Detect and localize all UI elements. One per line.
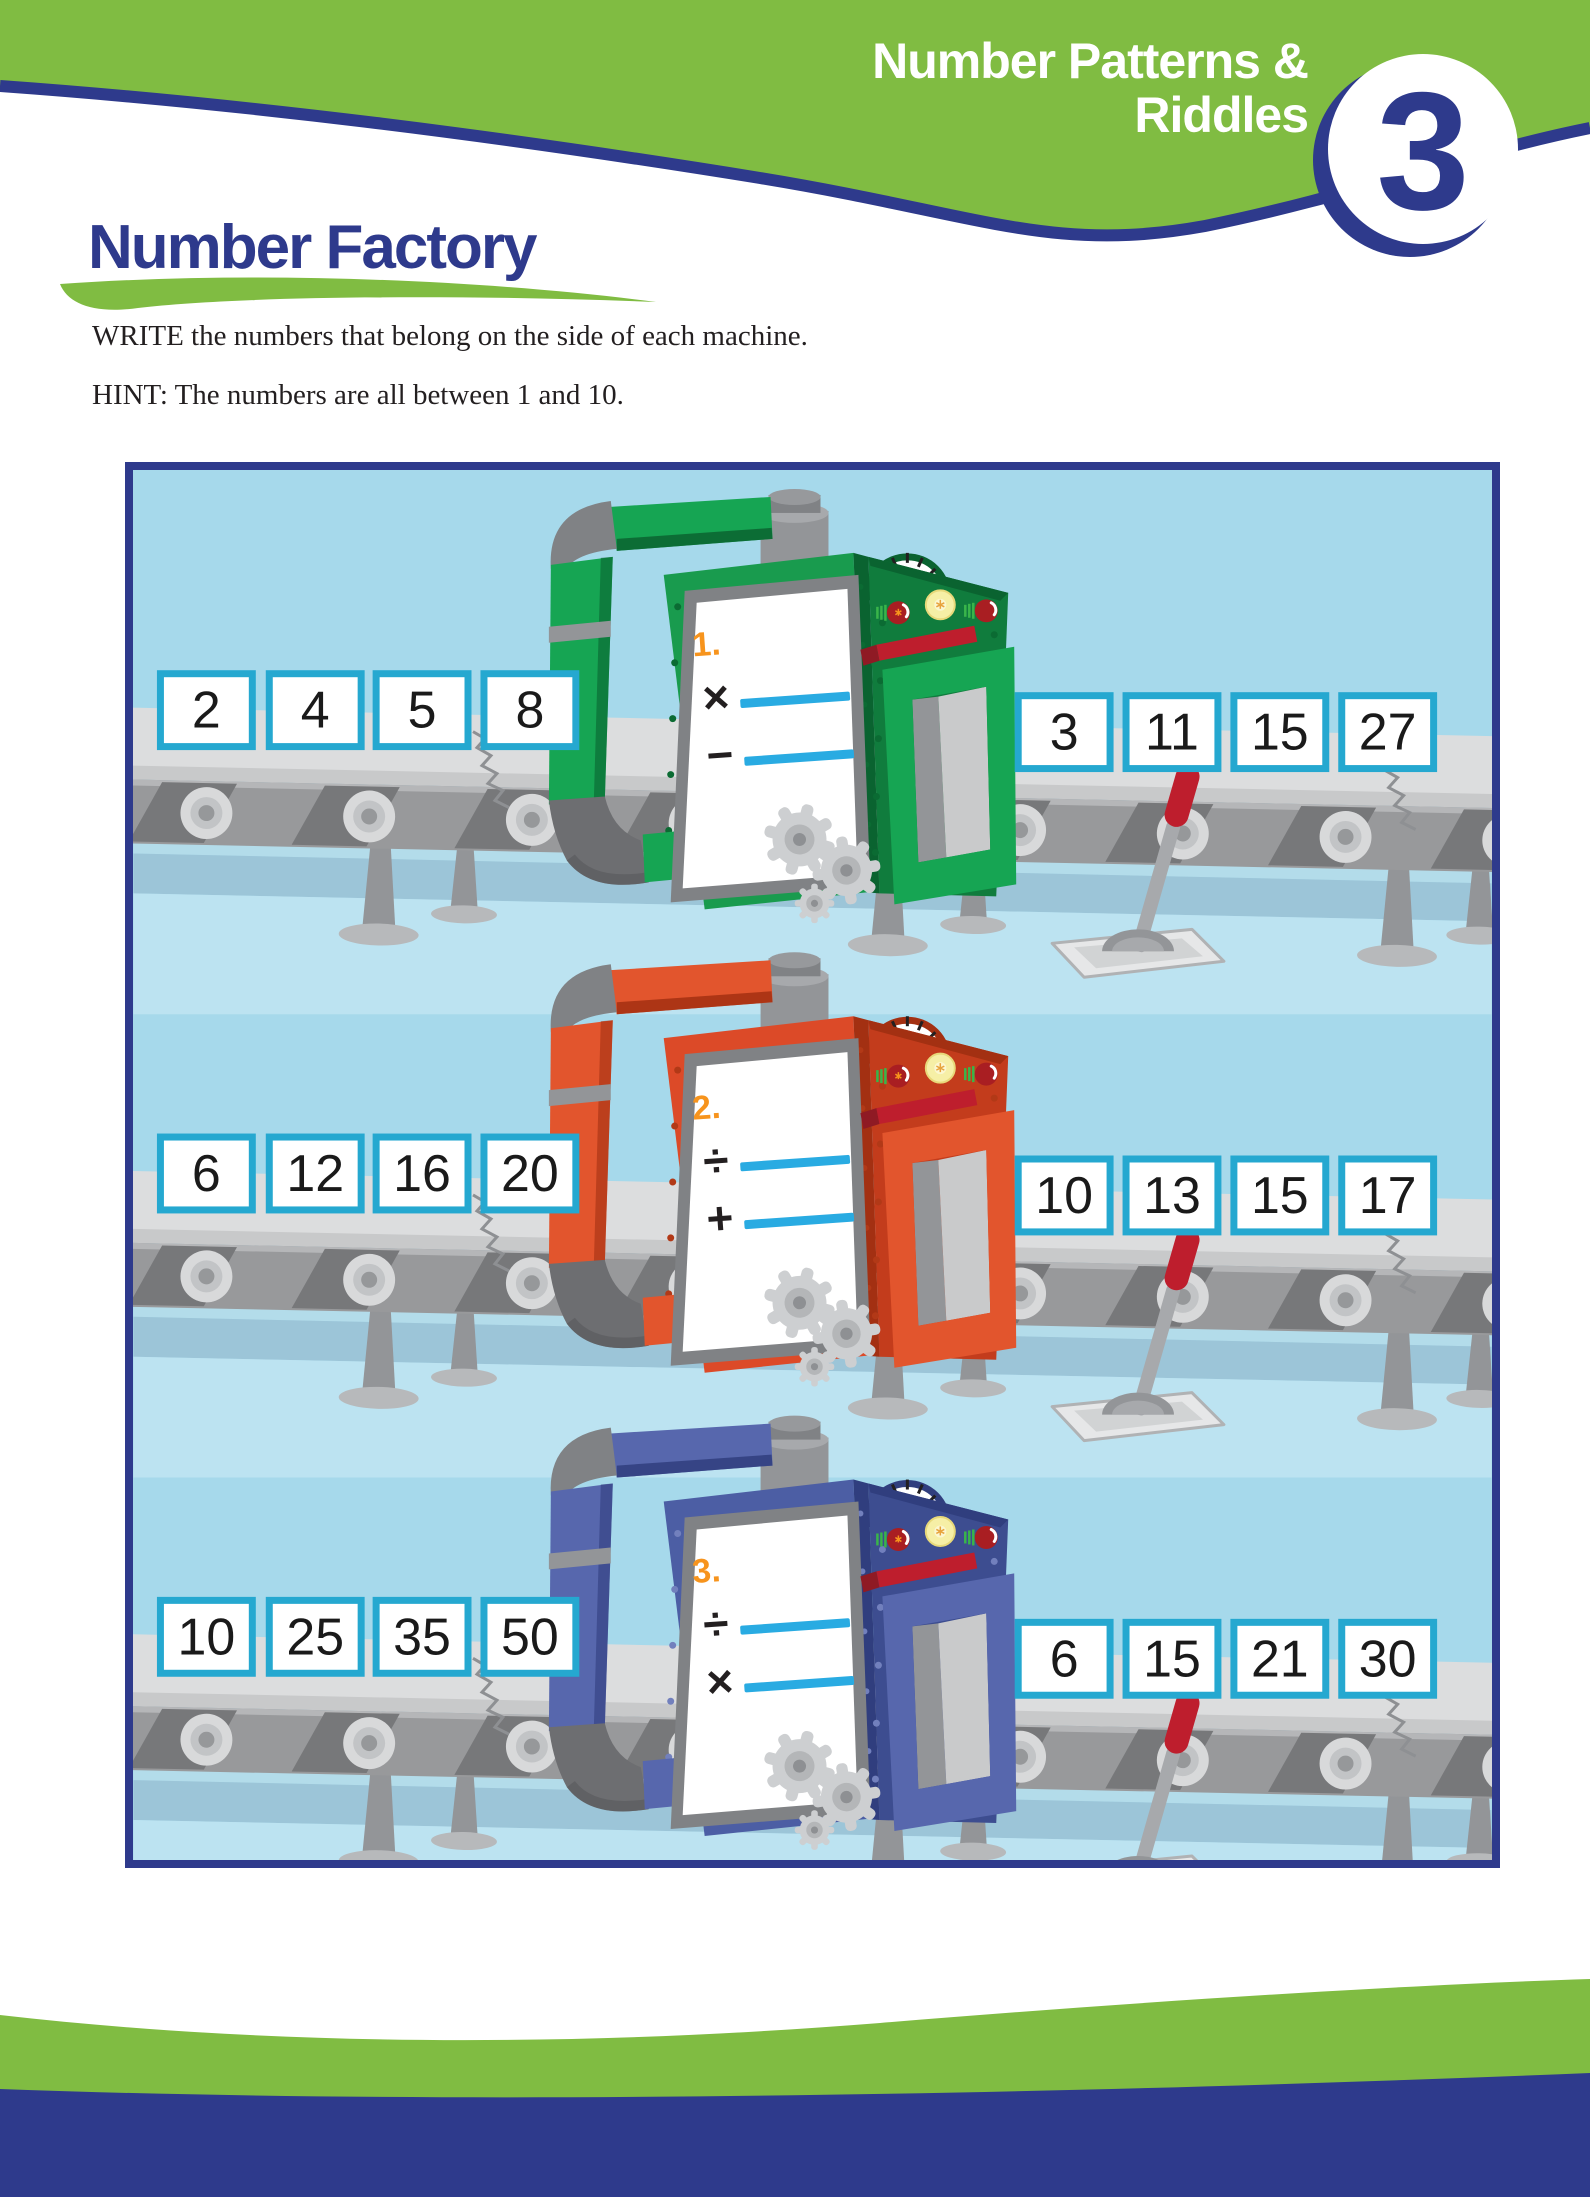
output-box: 13 xyxy=(1122,1155,1222,1236)
header-band: Number Patterns & Riddles 3 xyxy=(0,0,1590,257)
output-number: 30 xyxy=(1359,1630,1417,1688)
input-number: 5 xyxy=(408,682,437,740)
footer-green-wave xyxy=(0,1979,1590,2107)
output-box: 6 xyxy=(1014,1618,1114,1699)
output-number: 6 xyxy=(1050,1630,1079,1688)
input-box: 20 xyxy=(480,1133,580,1214)
input-box: 50 xyxy=(480,1596,580,1677)
operation-2-symbol: − xyxy=(705,728,735,782)
input-box: 35 xyxy=(372,1596,472,1677)
input-number: 20 xyxy=(501,1145,559,1203)
input-number: 2 xyxy=(192,682,221,740)
output-box: 15 xyxy=(1230,692,1330,773)
output-number: 11 xyxy=(1145,704,1199,762)
chapter-number-badge: 3 xyxy=(1313,54,1518,257)
illustration-board: 1. × − 2 4 5 8 3 11 15 27 2. ÷ xyxy=(125,462,1500,1868)
chapter-number: 3 xyxy=(1376,57,1469,245)
operation-1-symbol: ÷ xyxy=(701,1133,730,1187)
output-number: 17 xyxy=(1359,1167,1417,1225)
input-number: 10 xyxy=(177,1608,235,1666)
output-box: 21 xyxy=(1230,1618,1330,1699)
instruction-write: WRITE the numbers that belong on the sid… xyxy=(92,320,808,352)
input-number: 25 xyxy=(286,1608,344,1666)
operation-1-blank[interactable] xyxy=(740,691,851,708)
operation-1-blank[interactable] xyxy=(740,1618,851,1635)
input-box: 5 xyxy=(372,670,472,751)
output-box: 15 xyxy=(1122,1618,1222,1699)
input-box: 2 xyxy=(156,670,256,751)
header-green-wave xyxy=(0,0,1590,236)
panel-number-label: 1. xyxy=(691,624,722,664)
factory-illustration: 1. × − 2 4 5 8 3 11 15 27 2. ÷ xyxy=(133,470,1492,1860)
operation-2-blank[interactable] xyxy=(744,1676,855,1693)
operation-2-blank[interactable] xyxy=(744,749,855,766)
input-number: 6 xyxy=(192,1145,221,1203)
output-box: 3 xyxy=(1014,692,1114,773)
instructions: WRITE the numbers that belong on the sid… xyxy=(92,320,1192,438)
input-box: 10 xyxy=(156,1596,256,1677)
output-number: 15 xyxy=(1143,1630,1201,1688)
input-number: 8 xyxy=(515,682,544,740)
output-box: 10 xyxy=(1014,1155,1114,1236)
input-number: 16 xyxy=(393,1145,451,1203)
machine-panel: 1. × − xyxy=(691,624,855,782)
operation-2-symbol: + xyxy=(705,1191,735,1245)
machine-panel: 2. ÷ + xyxy=(691,1088,855,1245)
title-underline-swoosh xyxy=(60,277,656,310)
instruction-hint: HINT: The numbers are all between 1 and … xyxy=(92,379,624,411)
output-box: 17 xyxy=(1338,1155,1438,1236)
input-box: 6 xyxy=(156,1133,256,1214)
input-number: 4 xyxy=(301,682,330,740)
footer-navy-bar xyxy=(0,2073,1590,2197)
output-number: 3 xyxy=(1050,704,1079,762)
operation-1-symbol: ÷ xyxy=(701,1597,730,1651)
machine-scene-red: 2. ÷ + 6 12 16 20 10 13 15 17 xyxy=(133,952,1492,1478)
input-box: 16 xyxy=(372,1133,472,1214)
panel-number-label: 2. xyxy=(691,1088,722,1128)
footer-band xyxy=(0,1979,1590,2197)
input-box: 8 xyxy=(480,670,580,751)
output-number: 21 xyxy=(1251,1630,1309,1688)
output-number: 13 xyxy=(1143,1167,1201,1225)
panel-number-label: 3. xyxy=(691,1551,722,1591)
operation-1-blank[interactable] xyxy=(740,1154,851,1172)
input-box: 12 xyxy=(265,1133,365,1214)
page-title: Number Factory xyxy=(88,213,537,282)
input-number: 35 xyxy=(393,1608,451,1666)
output-number: 15 xyxy=(1251,704,1309,762)
input-number: 12 xyxy=(286,1145,344,1203)
input-box: 4 xyxy=(265,670,365,751)
machine-scene-blue: 3. ÷ × 10 25 35 50 6 15 21 30 xyxy=(133,1416,1492,1860)
output-number: 15 xyxy=(1251,1167,1309,1225)
machine-scene-green: 1. × − 2 4 5 8 3 11 15 27 xyxy=(133,489,1492,1015)
operation-1-symbol: × xyxy=(701,670,731,724)
operation-2-blank[interactable] xyxy=(744,1212,855,1230)
chapter-title-line2: Riddles xyxy=(1134,87,1308,143)
output-box: 30 xyxy=(1338,1618,1438,1699)
input-number: 50 xyxy=(501,1608,559,1666)
output-number: 10 xyxy=(1035,1167,1093,1225)
output-box: 15 xyxy=(1230,1155,1330,1236)
output-number: 27 xyxy=(1359,704,1417,762)
input-box: 25 xyxy=(265,1596,365,1677)
machine-panel: 3. ÷ × xyxy=(691,1551,855,1708)
badge-circle xyxy=(1328,54,1518,244)
output-box: 11 xyxy=(1122,692,1222,773)
chapter-title-line1: Number Patterns & xyxy=(872,33,1308,89)
output-box: 27 xyxy=(1338,692,1438,773)
operation-2-symbol: × xyxy=(705,1654,735,1708)
